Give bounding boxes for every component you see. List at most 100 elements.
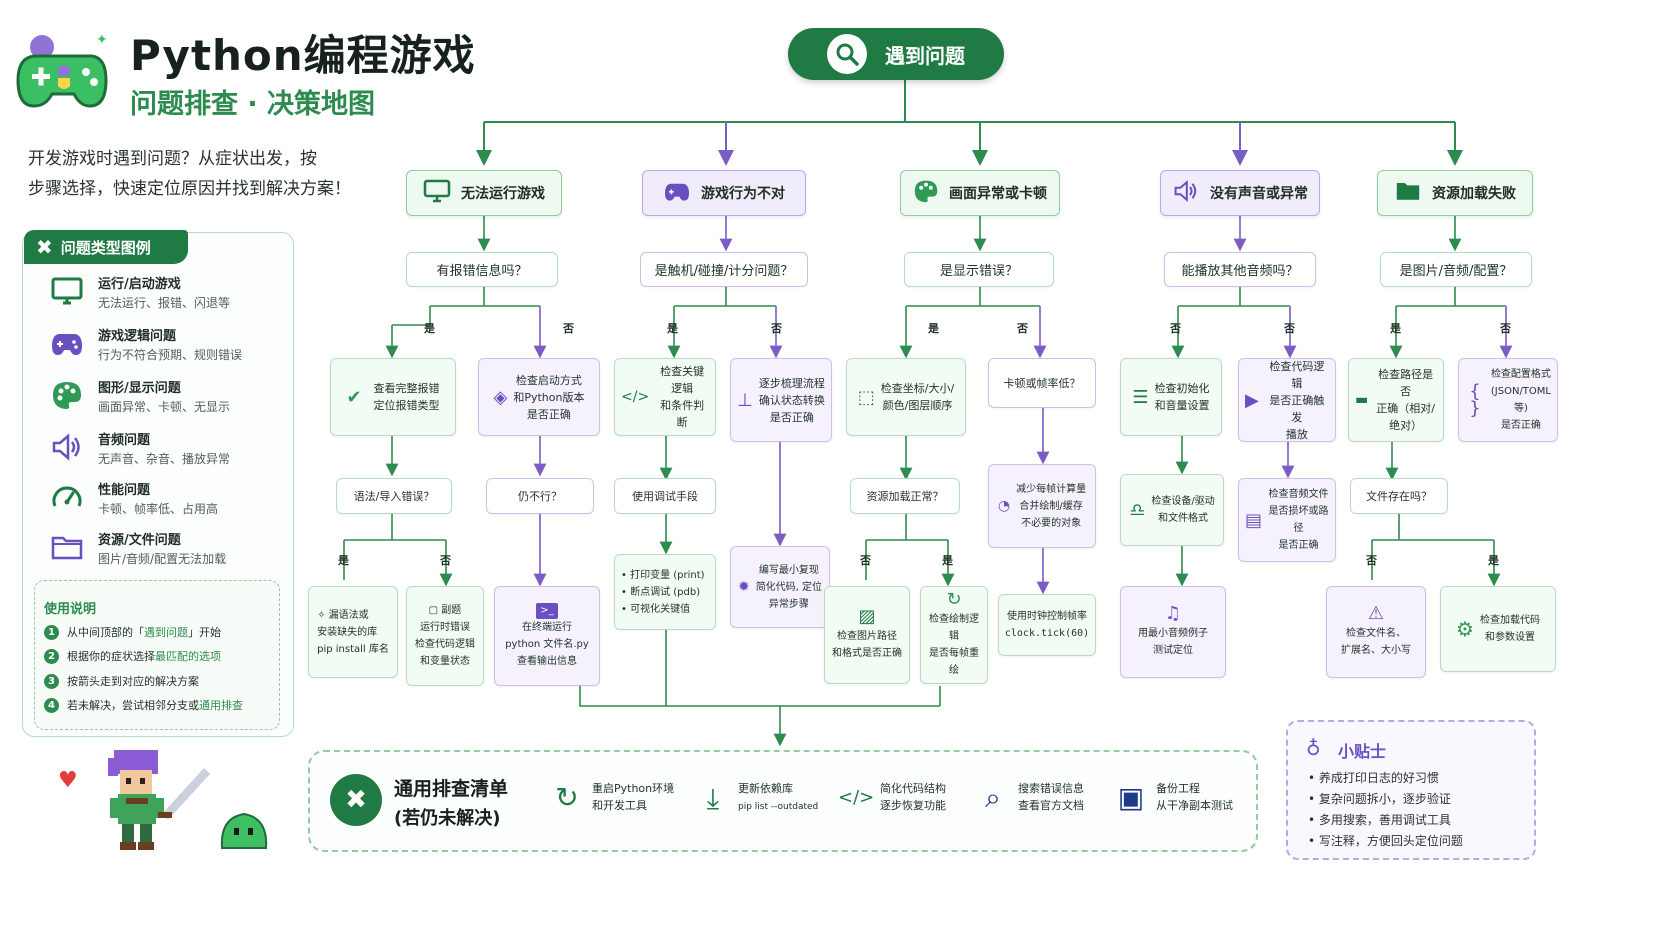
audio-sample-box[interactable]: ♫用最小音频例子测试定位 bbox=[1120, 586, 1226, 678]
speaker-icon bbox=[1172, 179, 1200, 207]
usage-title: 使用说明 bbox=[44, 602, 97, 617]
audio-code-box[interactable]: ▶ 检查代码逻辑是否正确触发播放 bbox=[1238, 358, 1336, 442]
general-checklist-panel bbox=[308, 750, 1258, 852]
lightbulb-icon: ♁ bbox=[1306, 736, 1321, 760]
run-no-box[interactable]: ◈ 检查启动方式和Python版本是否正确 bbox=[478, 358, 600, 436]
run-still-question[interactable]: 仍不行？ bbox=[486, 478, 594, 514]
no-label: 否 bbox=[1170, 322, 1181, 335]
logic-debug-box[interactable]: • 打印变量 (print)• 断点调试 (pdb)• 可视化关键值 bbox=[614, 554, 716, 630]
res-no-box[interactable]: { } 检查配置格式(JSON/TOML等)是否正确 bbox=[1458, 358, 1558, 442]
question-resources[interactable]: 是图片/音频/配置？ bbox=[1380, 252, 1532, 287]
gfx-resource-question[interactable]: 资源加载正常？ bbox=[850, 478, 960, 514]
gauge-icon bbox=[50, 482, 84, 519]
legend-item-title: 游戏逻辑问题 bbox=[98, 329, 177, 344]
download-icon: ⤓ bbox=[706, 781, 720, 815]
question-logic[interactable]: 是触机/碰撞/计分问题？ bbox=[640, 252, 808, 287]
category-audio[interactable]: 没有声音或异常 bbox=[1160, 170, 1320, 216]
category-logic[interactable]: 游戏行为不对 bbox=[642, 170, 806, 216]
no-label: 否 bbox=[860, 554, 871, 567]
tip-item: • 复杂问题拆小，逐步验证 bbox=[1308, 792, 1451, 806]
logic-no-box[interactable]: ⊥ 逐步梳理流程确认状态转换是否正确 bbox=[730, 358, 832, 442]
no-label: 否 bbox=[440, 554, 451, 567]
legend-item-run: 运行/启动游戏无法运行、报错、闪退等 bbox=[50, 276, 230, 313]
logic-yes-box[interactable]: </> 检查关键逻辑和条件判断 bbox=[614, 358, 716, 436]
crop-icon: ⬚ bbox=[857, 386, 875, 408]
gfx-no-question[interactable]: 卡顿或帧率低？ bbox=[988, 358, 1096, 408]
category-run[interactable]: 无法运行游戏 bbox=[406, 170, 562, 216]
slime-illustration bbox=[218, 808, 270, 852]
res-exists-question[interactable]: 文件存在吗？ bbox=[1350, 478, 1448, 514]
yes-label: 是 bbox=[667, 322, 678, 335]
intro-line-1: 开发游戏时遇到问题？从症状出发，按 bbox=[28, 149, 317, 169]
res-load-code-box[interactable]: ⚙ 检查加载代码和参数设置 bbox=[1440, 586, 1556, 672]
no-label: 否 bbox=[771, 322, 782, 335]
res-filename-box[interactable]: ⚠检查文件名、扩展名、大小写 bbox=[1326, 586, 1426, 678]
folder-icon: ▬ bbox=[1355, 391, 1369, 408]
gfx-perf-box[interactable]: ◔ 减少每帧计算量合并绘制/缓存不必要的对象 bbox=[988, 464, 1096, 548]
audio-file-box[interactable]: ▤ 检查音频文件是否损坏或路径是否正确 bbox=[1238, 478, 1336, 562]
warning-icon: ⚠ bbox=[1367, 603, 1385, 624]
legend-item-perf: 性能问题卡顿、帧率低、占用高 bbox=[50, 482, 218, 519]
general-item-backup[interactable]: ▣备份工程从干净副本测试 bbox=[1114, 780, 1233, 814]
terminal-icon: >_ bbox=[535, 603, 558, 619]
search-icon bbox=[827, 34, 867, 74]
general-item-restart[interactable]: ↻重启Python环境和开发工具 bbox=[550, 780, 674, 814]
general-subtitle: (若仍未解决) bbox=[394, 808, 501, 829]
wrench-icon: ✖ bbox=[36, 235, 53, 259]
res-yes-box[interactable]: ▬ 检查路径是否正确（相对/绝对） bbox=[1348, 358, 1444, 442]
legend-item-title: 资源/文件问题 bbox=[98, 533, 181, 548]
legend-item-title: 图形/显示问题 bbox=[98, 381, 181, 396]
run-syntax-question[interactable]: 语法/导入错误？ bbox=[336, 478, 452, 514]
speaker-icon bbox=[50, 432, 84, 469]
tip-item: • 多用搜索，善用调试工具 bbox=[1308, 813, 1451, 827]
gfx-draw-logic-box[interactable]: ↻检查绘制逻辑是否每帧重绘 bbox=[920, 586, 988, 684]
category-resources[interactable]: 资源加载失败 bbox=[1377, 170, 1533, 216]
audio-device-box[interactable]: ♎ 检查设备/驱动和文件格式 bbox=[1120, 474, 1224, 546]
braces-icon: { } bbox=[1469, 381, 1481, 419]
refresh-icon: ↻ bbox=[946, 589, 962, 610]
no-label: 否 bbox=[1366, 554, 1377, 567]
legend-item-logic: 游戏逻辑问题行为不符合预期、规则错误 bbox=[50, 328, 242, 365]
legend-title: 问题类型图例 bbox=[60, 238, 151, 257]
search-icon: ⌕ bbox=[985, 780, 1001, 814]
legend-item-res: 资源/文件问题图片/音频/配置无法加载 bbox=[50, 532, 226, 569]
tips-panel bbox=[1286, 720, 1536, 860]
audio-init-box[interactable]: ☰ 检查初始化和音量设置 bbox=[1120, 358, 1222, 436]
folder-icon bbox=[1394, 179, 1422, 207]
root-node[interactable]: 遇到问题 bbox=[788, 28, 1004, 80]
logic-repro-box[interactable]: ✹ 编写最小复现简化代码, 定位异常步骤 bbox=[730, 546, 830, 628]
image-icon: ▨ bbox=[858, 606, 876, 627]
no-label: 否 bbox=[1284, 322, 1295, 335]
gfx-image-path-box[interactable]: ▨检查图片路径和格式是否正确 bbox=[824, 586, 910, 684]
wrench-icon: ✖ bbox=[330, 774, 382, 826]
yes-label: 是 bbox=[942, 554, 953, 567]
run-yes-box[interactable]: ✔ 查看完整报错定位报错类型 bbox=[330, 358, 456, 436]
sliders-icon: ☰ bbox=[1132, 386, 1149, 408]
clipboard-check-icon: ✔ bbox=[346, 386, 362, 408]
logic-debug-label[interactable]: 使用调试手段 bbox=[614, 478, 716, 514]
legend-item-title: 音频问题 bbox=[98, 433, 151, 448]
heart-icon: ♥ bbox=[58, 768, 78, 793]
question-run[interactable]: 有报错信息吗？ bbox=[406, 252, 558, 287]
general-item-search[interactable]: ⌕搜索错误信息查看官方文档 bbox=[976, 780, 1084, 814]
root-label: 遇到问题 bbox=[885, 43, 965, 68]
gfx-yes-box[interactable]: ⬚ 检查坐标/大小/颜色/图层顺序 bbox=[846, 358, 966, 436]
palette-icon bbox=[50, 380, 84, 417]
category-gfx[interactable]: 画面异常或卡顿 bbox=[900, 170, 1060, 216]
folder-icon bbox=[50, 532, 84, 569]
run-runtime-box[interactable]: ▢ 副题运行时错误检查代码逻辑和变量状态 bbox=[406, 586, 484, 686]
intro-line-2: 步骤选择，快速定位原因并找到解决方案！ bbox=[28, 179, 351, 199]
python-icon: ◈ bbox=[493, 386, 508, 408]
gauge-icon: ◔ bbox=[997, 497, 1011, 514]
tips-title: 小贴士 bbox=[1338, 742, 1387, 761]
question-audio[interactable]: 能播放其他音频吗？ bbox=[1164, 252, 1316, 287]
question-gfx[interactable]: 是显示错误？ bbox=[904, 252, 1054, 287]
general-item-simplify[interactable]: </>简化代码结构逐步恢复功能 bbox=[838, 782, 946, 812]
